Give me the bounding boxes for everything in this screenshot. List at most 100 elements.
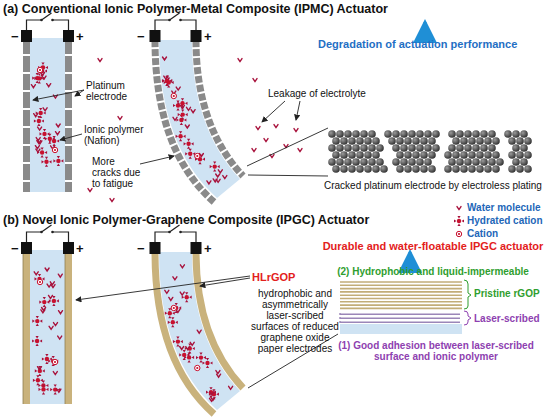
platinum-grain — [340, 151, 348, 159]
callout-label: Leakage of electrolyte — [268, 88, 368, 99]
particle — [47, 84, 51, 87]
platinum-grain — [396, 165, 404, 173]
platinum-grain — [432, 144, 440, 152]
terminal — [21, 242, 32, 254]
platinum-grain — [508, 137, 516, 145]
particle — [56, 132, 60, 135]
platinum-grain — [456, 144, 464, 152]
terminal — [150, 242, 161, 254]
platinum-grain — [392, 130, 400, 138]
platinum-grain — [488, 158, 496, 166]
particle — [213, 179, 217, 182]
layer-note: (2) Hydrophobic and liquid-impermeable — [320, 266, 546, 277]
particle — [176, 87, 180, 90]
switch-contact — [179, 231, 182, 234]
particle — [274, 125, 278, 128]
particle — [185, 344, 195, 354]
platinum-grain — [416, 158, 424, 166]
platinum-grain — [344, 158, 352, 166]
terminal — [191, 30, 202, 42]
laser-scribed-layer — [340, 317, 460, 318]
particle — [298, 149, 302, 152]
polarity-sign: + — [204, 30, 212, 43]
platinum-grain — [464, 144, 472, 152]
legend-text: Cation — [467, 228, 498, 239]
platinum-grain — [448, 130, 456, 138]
platinum-grain — [344, 130, 352, 138]
particle — [173, 337, 183, 347]
platinum-grain — [468, 165, 476, 173]
platinum-grain — [472, 144, 480, 152]
platinum-grain — [524, 151, 532, 159]
polarity-sign: − — [11, 242, 19, 255]
platinum-grain — [468, 151, 476, 159]
particle — [57, 389, 61, 392]
platinum-grain — [404, 137, 412, 145]
platinum-grain — [452, 151, 460, 159]
particle — [195, 153, 200, 158]
particle — [42, 157, 52, 167]
particle — [51, 285, 55, 288]
callout-label: Cracked platinum electrode by electroles… — [324, 180, 546, 191]
layer-note: (1) Good adhesion between laser-scribed … — [326, 340, 546, 362]
particle — [196, 353, 206, 363]
particle — [180, 292, 184, 295]
particle — [35, 366, 45, 376]
platinum-grain — [516, 137, 524, 145]
platinum-grain — [400, 158, 408, 166]
particle — [187, 107, 191, 110]
platinum-grain — [484, 165, 492, 173]
platinum-grain — [384, 130, 392, 138]
platinum-grain — [520, 144, 528, 152]
particle — [176, 131, 186, 141]
electrode — [23, 38, 30, 192]
platinum-grain — [408, 130, 416, 138]
particle — [256, 127, 260, 130]
particle — [34, 114, 38, 117]
platinum-grain — [460, 165, 468, 173]
particle — [218, 170, 222, 173]
platinum-grain — [340, 165, 348, 173]
particle — [163, 57, 167, 60]
callout-label: Platinum electrode — [86, 80, 150, 102]
particle — [207, 181, 211, 184]
particle — [59, 311, 63, 314]
platinum-grain — [512, 158, 520, 166]
platinum-grain — [348, 151, 356, 159]
particle — [195, 365, 200, 370]
platinum-grain — [484, 151, 492, 159]
particle — [49, 295, 53, 298]
platinum-grain — [360, 144, 368, 152]
particle — [36, 149, 40, 152]
switch-contact — [40, 19, 43, 22]
material-description: hydrophobic and asymmetrically laser-scr… — [251, 288, 339, 354]
particle — [191, 110, 195, 113]
platinum-grain — [420, 151, 428, 159]
particle — [185, 125, 189, 128]
particle — [217, 374, 221, 377]
platinum-grain — [424, 130, 432, 138]
platinum-grain — [400, 130, 408, 138]
platinum-grain — [372, 151, 380, 159]
platinum-grain — [372, 165, 380, 173]
layer-label: Laser-scribed — [474, 313, 546, 324]
wire — [27, 232, 69, 242]
platinum-grain — [492, 137, 500, 145]
platinum-grain — [396, 151, 404, 159]
particle — [32, 336, 42, 346]
platinum-grain — [520, 130, 528, 138]
legend-text: Water molecule — [467, 202, 541, 213]
platinum-grain — [420, 137, 428, 145]
platinum-grain — [392, 158, 400, 166]
particle — [50, 282, 54, 285]
platinum-grain — [516, 151, 524, 159]
platinum-grain — [360, 130, 368, 138]
platinum-grain — [424, 158, 432, 166]
particle — [53, 372, 57, 375]
platinum-grain — [476, 137, 484, 145]
up-arrow — [424, 22, 427, 35]
platinum-grain — [484, 137, 492, 145]
up-arrow — [409, 252, 412, 263]
particle — [45, 134, 55, 144]
